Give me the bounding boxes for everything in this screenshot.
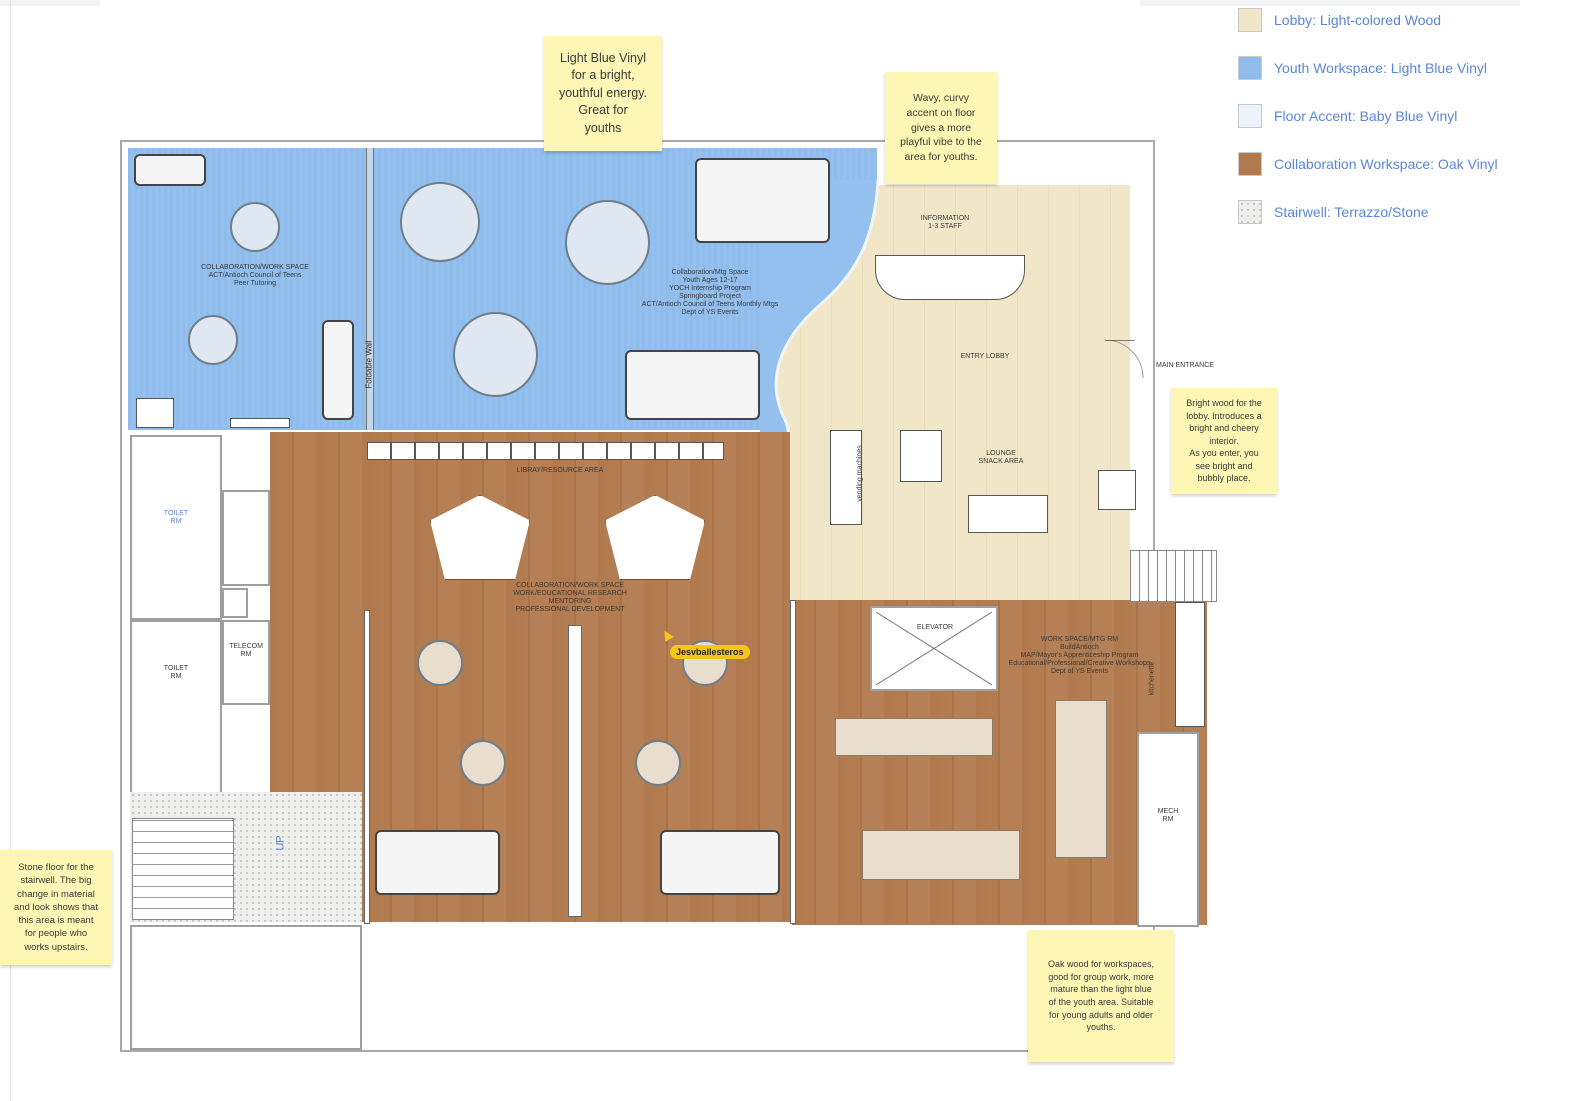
work-mtg-label: WORK SPACE/MTG RM BuildAntioch MAP/Mayor…: [1008, 636, 1151, 676]
swatch-light-blue-vinyl: [1238, 56, 1262, 80]
legend-label: Collaboration Workspace: Oak Vinyl: [1274, 156, 1498, 172]
information-desk: [875, 255, 1025, 300]
sticky-note-oak-wood[interactable]: Oak wood for workspaces, good for group …: [1028, 930, 1174, 1062]
canvas-left-edge: [10, 0, 11, 1101]
toilet-room-1[interactable]: [130, 435, 222, 620]
lounge-sofa: [968, 495, 1048, 533]
sticky-note-lobby-wood[interactable]: Bright wood for the lobby. Introduces a …: [1171, 388, 1277, 494]
foldable-wall-label: Foldable Wall: [364, 340, 374, 389]
swatch-terrazzo: [1238, 200, 1262, 224]
foldable-wall-divider: [366, 148, 374, 430]
lounge-sofa: [375, 830, 500, 895]
toilet-1-label: TOILET RM: [163, 510, 189, 526]
round-table: [635, 740, 681, 786]
small-closet: [222, 588, 248, 618]
vending-machines: [830, 430, 862, 525]
sofa: [322, 320, 354, 420]
sticky-note-stairwell[interactable]: Stone floor for the stairwell. The big c…: [0, 850, 112, 965]
partition-wall-left: [364, 610, 370, 924]
round-table: [400, 182, 480, 262]
main-entrance-label: MAIN ENTRANCE: [1156, 362, 1214, 369]
meeting-table: [1055, 700, 1107, 858]
legend-item-youth[interactable]: Youth Workspace: Light Blue Vinyl: [1238, 56, 1538, 80]
legend-item-oak[interactable]: Collaboration Workspace: Oak Vinyl: [1238, 152, 1538, 176]
lower-stair-lobby: [130, 925, 362, 1050]
lounge-sofa: [660, 830, 780, 895]
legend-item-accent[interactable]: Floor Accent: Baby Blue Vinyl: [1238, 104, 1538, 128]
wall-bench: [230, 418, 290, 428]
lounge-chairs: [695, 158, 830, 243]
floor-plan[interactable]: TOILET RM TOILET RM TELECOM RM UP ELEVAT…: [120, 140, 1300, 1055]
legend-label: Youth Workspace: Light Blue Vinyl: [1274, 60, 1487, 76]
round-table: [460, 740, 506, 786]
top-toolbar-strip: [0, 0, 100, 6]
elevator-label: ELEVATOR: [916, 624, 954, 631]
elevator-shaft-x: [876, 612, 992, 685]
round-table: [230, 202, 280, 252]
entry-lobby-label: ENTRY LOBBY: [960, 353, 1010, 360]
legend-label: Stairwell: Terrazzo/Stone: [1274, 204, 1429, 220]
swatch-lobby-wood: [1238, 8, 1262, 32]
mech-label: MECH RM: [1157, 808, 1179, 824]
meeting-table: [835, 718, 993, 756]
collab-work-label: COLLABORATION/WORK SPACE WORK/EDUCATIONA…: [513, 582, 627, 614]
library-shelving: [367, 442, 724, 460]
corridor-closet: [222, 490, 270, 586]
legend-item-stairwell[interactable]: Stairwell: Terrazzo/Stone: [1238, 200, 1538, 224]
side-cabinet: [136, 398, 174, 428]
legend-label: Lobby: Light-colored Wood: [1274, 12, 1442, 28]
lobby-stairs: [1130, 550, 1217, 602]
swatch-oak-vinyl: [1238, 152, 1262, 176]
lobby-table: [1098, 470, 1136, 510]
vending-label: vending machines: [856, 445, 864, 502]
stair-up-label: UP: [274, 835, 287, 851]
information-label: INFORMATION 1-3 STAFF: [920, 215, 970, 231]
elevator[interactable]: [870, 606, 998, 691]
lounge-chairs: [625, 350, 760, 420]
stair-treads: [132, 818, 234, 920]
toilet-2-label: TOILET RM: [163, 665, 189, 681]
legend-item-lobby[interactable]: Lobby: Light-colored Wood: [1238, 8, 1538, 32]
swatch-baby-blue-vinyl: [1238, 104, 1262, 128]
collaborator-cursor-label: Jesvballesteros: [670, 645, 750, 659]
main-entrance-door[interactable]: [1105, 340, 1145, 380]
sofa: [134, 154, 206, 186]
meeting-table: [862, 830, 1020, 880]
round-table: [453, 312, 538, 397]
partition-wall: [568, 625, 582, 917]
kitchenette-counter: [1175, 602, 1205, 727]
youth-mtg-label: Collaboration/Mtg Space Youth Ages 12-17…: [641, 269, 779, 317]
round-table: [417, 640, 463, 686]
library-label: LIBRAY/RESOURCE AREA: [516, 467, 604, 474]
toilet-room-2[interactable]: [130, 620, 222, 805]
telecom-room[interactable]: [222, 620, 270, 705]
lobby-table: [900, 430, 942, 482]
material-legend: Lobby: Light-colored Wood Youth Workspac…: [1238, 8, 1538, 248]
sticky-note-blue-vinyl[interactable]: Light Blue Vinyl for a bright, youthful …: [544, 36, 662, 151]
lounge-label: LOUNGE SNACK AREA: [978, 450, 1024, 466]
round-table: [188, 315, 238, 365]
partition-wall-right: [790, 600, 796, 924]
top-toolbar-strip-right: [1140, 0, 1520, 6]
legend-label: Floor Accent: Baby Blue Vinyl: [1274, 108, 1458, 124]
round-table: [565, 200, 650, 285]
sticky-note-wavy-accent[interactable]: Wavy, curvy accent on floor gives a more…: [885, 72, 997, 184]
mech-room[interactable]: [1137, 732, 1199, 927]
youth-collab-label: COLLABORATION/WORK SPACE ACT/Antioch Cou…: [201, 264, 309, 288]
telecom-label: TELECOM RM: [229, 643, 263, 659]
